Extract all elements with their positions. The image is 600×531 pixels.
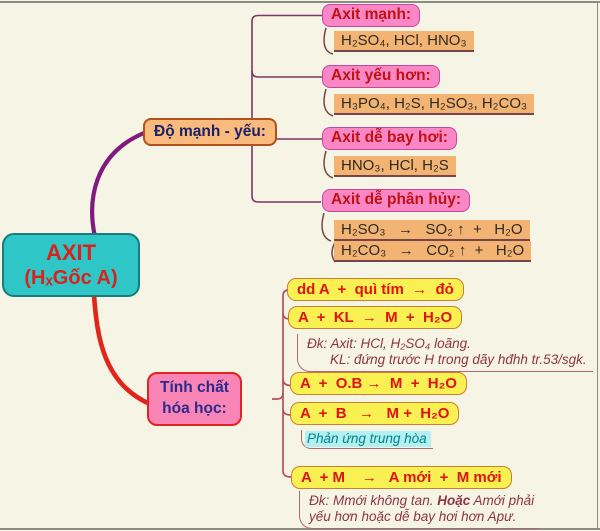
metal-reaction-condition-note: Đk: Axit: HCl, H₂SO₄ loãng. KL: đứng trư… [297,334,593,372]
reaction-litmus: dd A + quì tím → đỏ [287,278,464,301]
reaction-base-text: A + B → M + H₂O [300,405,450,422]
reaction-metal: A + KL → M + H₂O [288,306,463,329]
leaf-decompose-eq2: H₂CO₃ → CO₂ ↑ + H₂O [334,241,532,262]
decompose-eq2-text: H₂CO₃ → CO₂ ↑ + H₂O [341,242,525,259]
salt-note-line2: yếu hơn hoặc dễ bay hơi hơn Apư. [309,508,517,524]
neutralization-note-text: Phản ứng trung hòa [305,431,431,447]
node-axit-de-phan-huy-label: Axit dễ phân hủy: [331,191,462,208]
reaction-metal-text: A + KL → M + H₂O [298,309,453,326]
node-axit-manh: Axit mạnh: [322,4,421,27]
reaction-salt: A + M → A mới + M mới [291,466,512,489]
strength-branch-curve [90,130,147,240]
neutralization-note: Phản ứng trung hòa [301,430,433,449]
node-axit-yeu-hon-label: Axit yếu hơn: [331,67,431,84]
reaction-basic-oxide-text: A + O.B → M + H₂O [300,375,457,392]
reaction-base: A + B → M + H₂O [290,402,460,425]
leaf-weak-acids: H₃PO₄, H₂S, H₂SO₃, H₂CO₃ [334,94,535,115]
strength-subtree-lines [242,14,322,203]
branch-strength-label: Độ mạnh - yếu: [154,123,266,140]
node-axit-de-phan-huy: Axit dễ phân hủy: [322,189,471,212]
weak-acids-text: H₃PO₄, H₂S, H₂SO₃, H₂CO₃ [341,95,528,112]
volatile-acids-text: HNO₃, HCl, H₂S [341,157,449,174]
branch-strength-node: Độ mạnh - yếu: [143,118,277,146]
node-axit-yeu-hon: Axit yếu hơn: [322,65,440,88]
decompose-eq1-text: H₂SO₃ → SO₂ ↑ + H₂O [341,221,523,238]
salt-note-part1: Đk: Mmới không tan. [309,493,438,508]
branch-properties-label-line2: hóa học: [162,399,227,417]
salt-note-bold: Hoặc [437,493,471,508]
top-border-line [0,1,600,3]
node-axit-de-bay-hoi: Axit dễ bay hơi: [322,127,457,150]
leaf-volatile-acids: HNO₃, HCl, H₂S [334,156,456,177]
right-border-line [597,1,598,530]
root-title: AXIT [45,239,97,265]
properties-branch-curve [91,292,153,407]
reaction-litmus-text: dd A + quì tím → đỏ [297,281,454,298]
branch-properties-node: Tính chất hóa học: [147,372,242,426]
metal-note-line2: KL: đứng trước H trong dãy hđhh tr.53/sg… [330,351,587,367]
salt-reaction-condition-note: Đk: Mmới không tan. Hoặc Amới phải yếu h… [299,491,541,529]
salt-note-part2: Amới phải [470,493,535,508]
leaf-strong-acids: H₂SO₄, HCl, HNO₃ [334,31,474,52]
bottom-border-line [0,528,600,530]
node-axit-manh-label: Axit mạnh: [331,6,412,23]
root-formula: (HₓGốc A) [24,267,118,290]
strong-acids-text: H₂SO₄, HCl, HNO₃ [341,32,467,49]
leaf-decompose-eq1: H₂SO₃ → SO₂ ↑ + H₂O [334,220,530,241]
metal-note-line1: Đk: Axit: HCl, H₂SO₄ loãng. [307,336,471,351]
branch-properties-label-line1: Tính chất [160,379,229,396]
reaction-salt-text: A + M → A mới + M mới [301,469,502,486]
node-axit-de-bay-hoi-label: Axit dễ bay hơi: [331,129,448,146]
root-node-axit: AXIT (HₓGốc A) [2,233,140,297]
reaction-basic-oxide: A + O.B → M + H₂O [290,372,467,395]
